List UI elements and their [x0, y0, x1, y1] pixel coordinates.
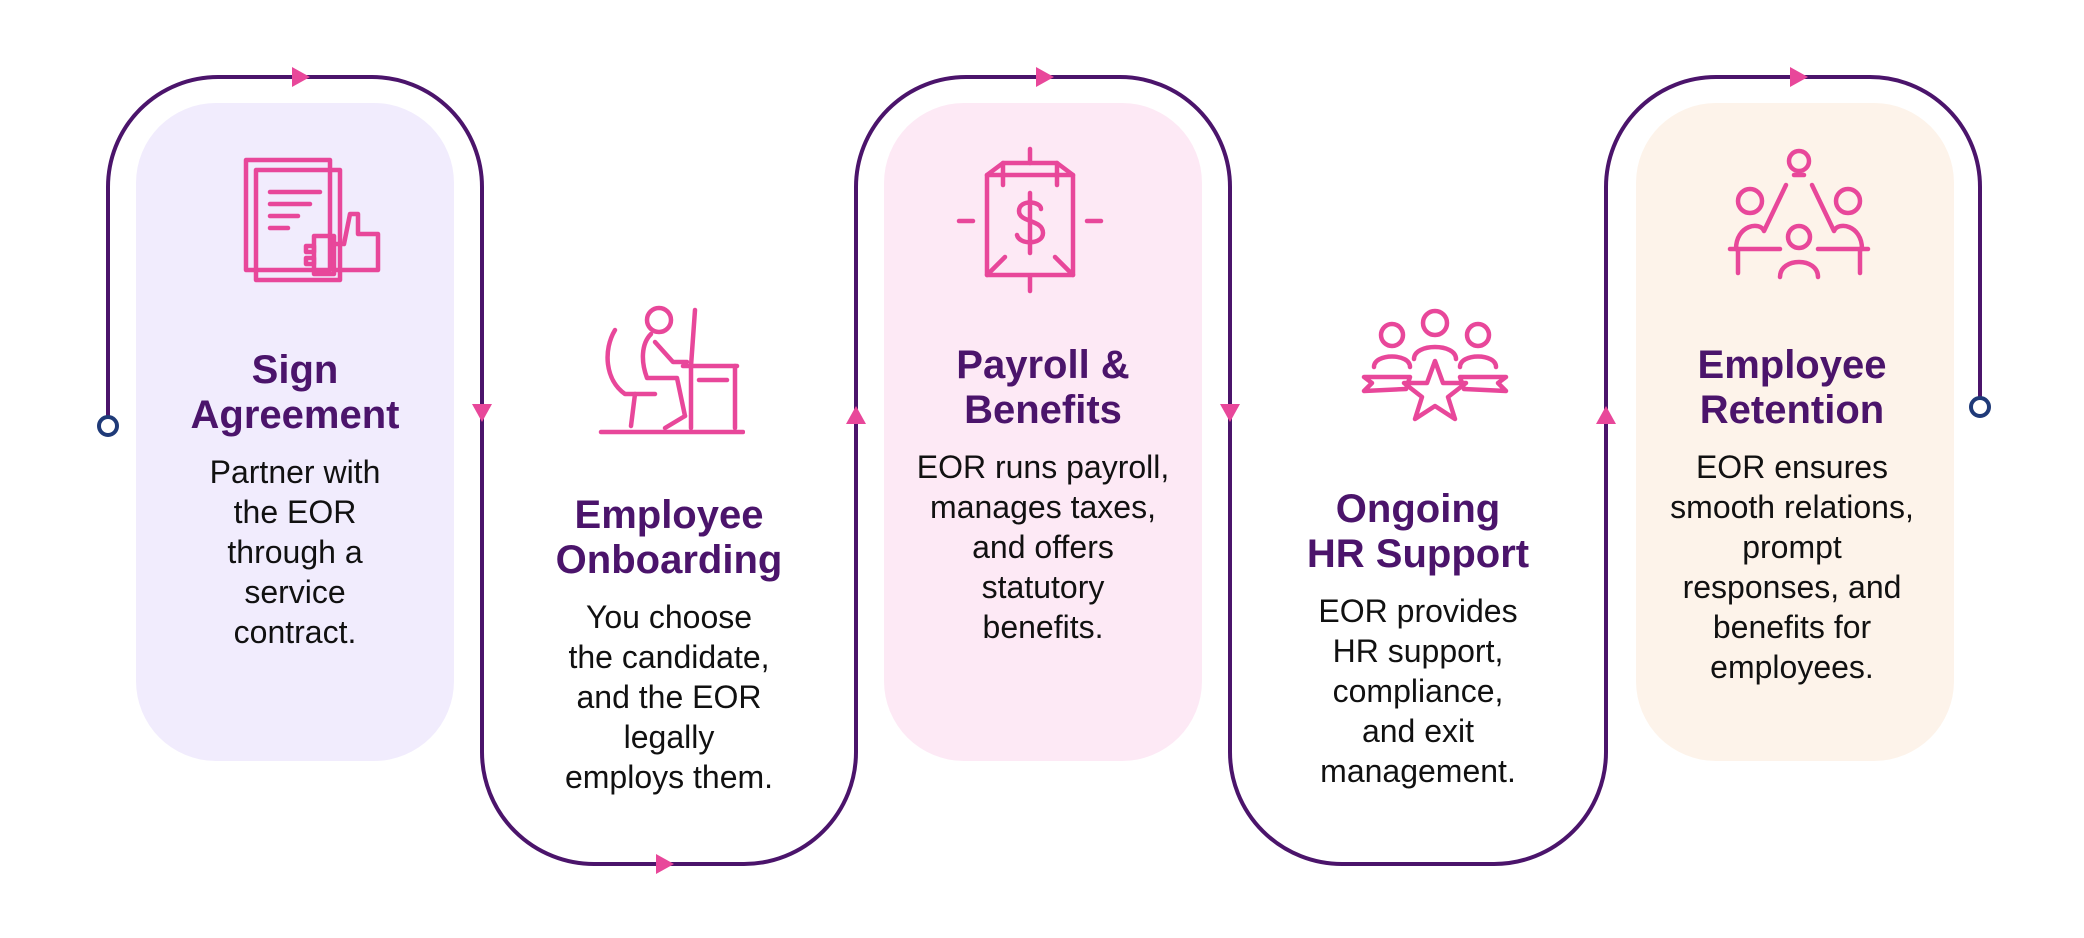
- team-star-icon: [1360, 305, 1510, 437]
- end-point-marker: [1969, 396, 1991, 418]
- start-point-marker: [97, 415, 119, 437]
- document-thumbs-up-icon: [240, 152, 390, 292]
- step-payroll-benefits: Payroll &Benefits EOR runs payroll,manag…: [893, 343, 1193, 647]
- arrow-down-marker: [472, 404, 492, 422]
- arrow-up-marker: [1596, 406, 1616, 424]
- step-title: Payroll &Benefits: [956, 343, 1130, 432]
- arrow-right-marker: [1036, 67, 1054, 87]
- dollar-box-icon: [955, 145, 1105, 295]
- team-idea-icon: [1724, 145, 1874, 285]
- card-employee-retention: [1636, 103, 1954, 761]
- card-sign-agreement: [136, 103, 454, 761]
- card-payroll-benefits: [884, 103, 1202, 761]
- person-at-desk-icon: [595, 300, 745, 440]
- step-description: EOR runs payroll,manages taxes,and offer…: [916, 449, 1170, 645]
- arrow-right-marker: [656, 854, 674, 874]
- arrow-down-marker: [1220, 404, 1240, 422]
- arrow-right-marker: [1790, 67, 1808, 87]
- arrow-up-marker: [846, 406, 866, 424]
- arrow-right-marker: [292, 67, 310, 87]
